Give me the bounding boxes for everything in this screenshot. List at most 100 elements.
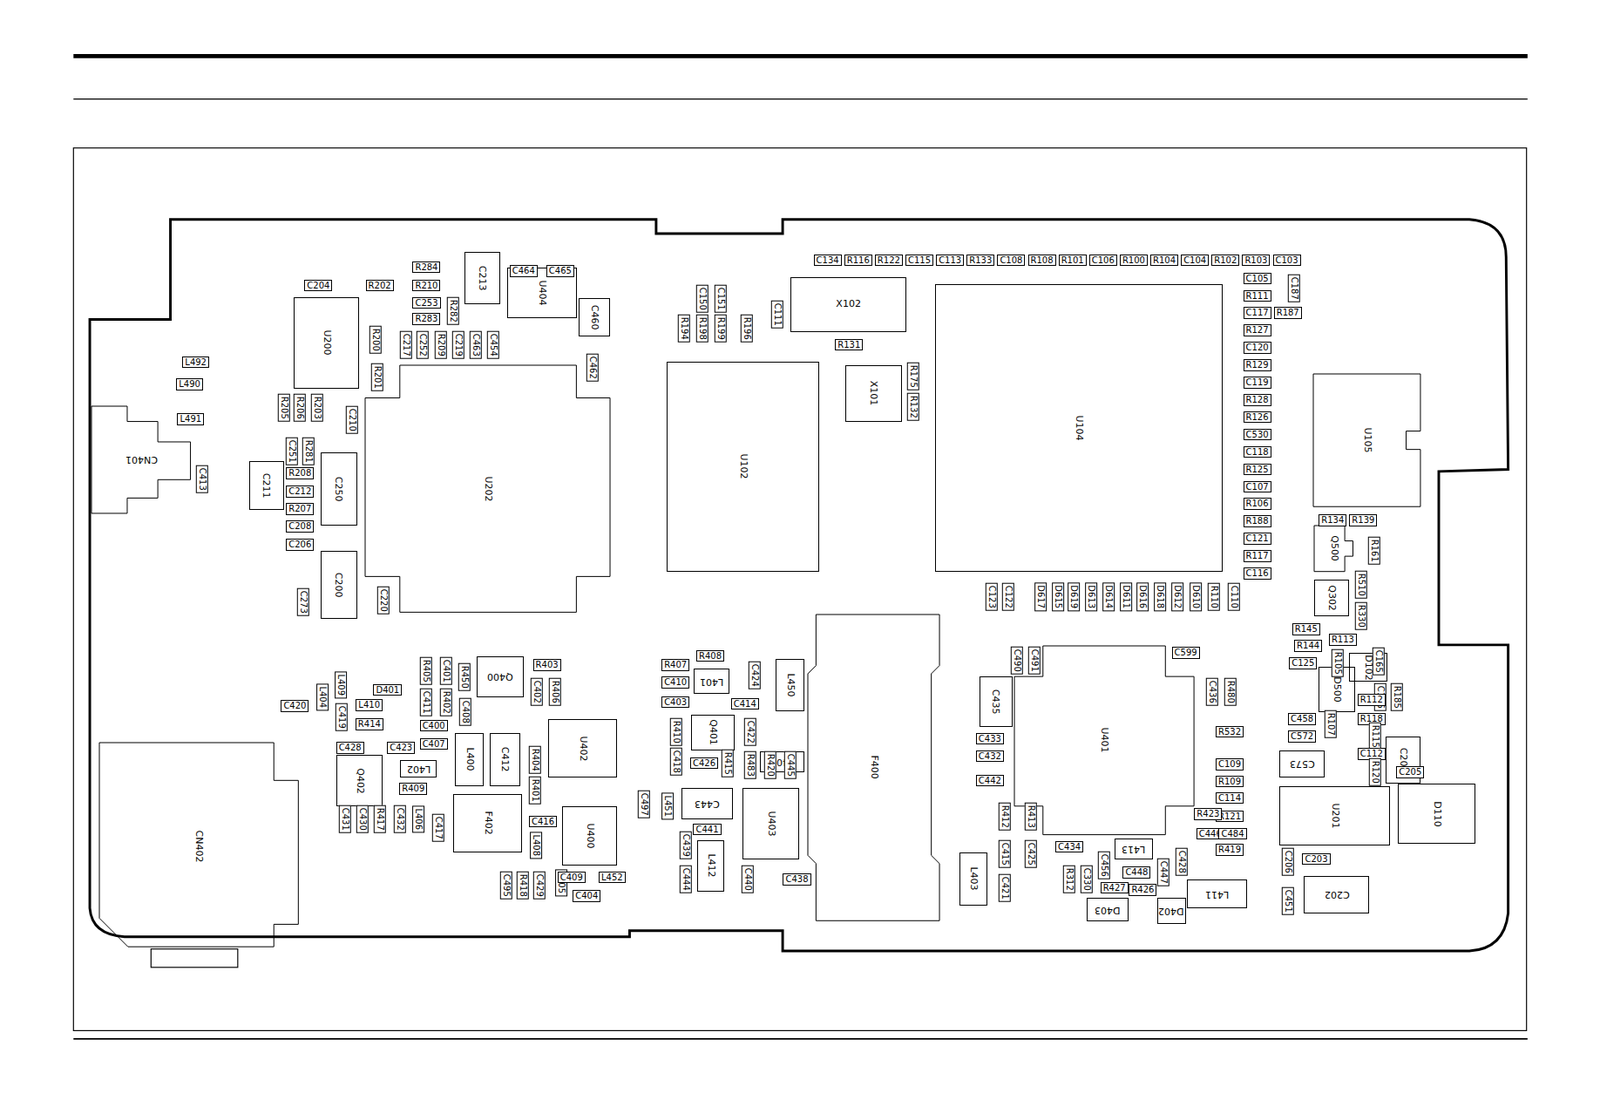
part-reference: C425 <box>1024 840 1038 868</box>
component-outline: U104 <box>935 284 1223 572</box>
part-reference: C415 <box>999 840 1012 868</box>
part-reference: R412 <box>999 801 1012 830</box>
part-reference: R116 <box>844 254 873 267</box>
part-reference: L451 <box>662 792 675 820</box>
component-outline: C211 <box>249 461 285 510</box>
part-reference: R205 <box>277 393 291 422</box>
part-reference: R145 <box>1292 623 1321 636</box>
part-reference: R407 <box>661 658 690 672</box>
part-reference: R426 <box>1128 883 1157 896</box>
part-reference: C106 <box>1089 254 1118 267</box>
part-reference: D610 <box>1189 582 1202 611</box>
part-reference: R206 <box>294 393 307 422</box>
part-reference: X101 <box>867 380 879 407</box>
part-reference: C464 <box>509 264 538 278</box>
part-reference: C462 <box>587 352 600 381</box>
component-outline: Q400 <box>476 656 524 698</box>
part-reference: C413 <box>196 465 209 494</box>
part-reference: D612 <box>1171 582 1184 611</box>
component-outline: C443 <box>681 787 733 820</box>
component-outline: U202 <box>365 365 611 612</box>
part-reference: C400 <box>420 719 448 733</box>
part-reference: C428 <box>336 741 365 754</box>
part-reference: R450 <box>458 663 471 692</box>
part-reference: C429 <box>534 871 547 900</box>
part-reference: C497 <box>637 789 651 818</box>
part-reference: D611 <box>1120 582 1133 611</box>
component-outline: L402 <box>400 759 437 778</box>
part-reference: C250 <box>333 476 345 502</box>
part-reference: R100 <box>1119 254 1148 267</box>
part-reference: U401 <box>1098 727 1110 753</box>
component-outline: U402 <box>548 718 618 778</box>
part-reference: C125 <box>1288 657 1317 670</box>
component-outline: D110 <box>1397 783 1476 844</box>
part-reference: R104 <box>1150 254 1179 267</box>
part-reference: R403 <box>533 658 562 672</box>
part-reference: C419 <box>336 703 349 732</box>
part-reference: C411 <box>420 687 434 716</box>
part-reference: C206 <box>1281 847 1295 876</box>
part-reference: Q500 <box>1328 535 1339 563</box>
part-reference: C108 <box>996 254 1025 267</box>
part-reference: L403 <box>968 867 979 891</box>
part-reference: C165 <box>1372 646 1385 675</box>
part-reference: R201 <box>372 363 385 392</box>
part-reference: D618 <box>1153 582 1167 611</box>
rule-line <box>73 54 1528 59</box>
part-reference: C445 <box>785 751 798 780</box>
component-outline: L411 <box>1186 879 1248 909</box>
part-reference: C404 <box>572 889 601 902</box>
part-reference: R405 <box>420 657 434 685</box>
part-reference: D615 <box>1051 582 1065 611</box>
part-reference: R209 <box>434 330 448 359</box>
part-reference: L402 <box>406 763 431 774</box>
part-reference: C330 <box>1080 865 1093 894</box>
part-reference: C451 <box>1281 887 1295 916</box>
part-reference: R109 <box>1215 775 1244 788</box>
part-reference: C409 <box>557 871 586 884</box>
component-outline: C213 <box>464 251 501 305</box>
part-reference: C443 <box>694 798 720 809</box>
part-reference: R208 <box>285 467 314 480</box>
part-reference: R330 <box>1355 602 1368 631</box>
component-outline: C202 <box>1303 875 1370 914</box>
part-reference: R125 <box>1243 463 1272 476</box>
part-reference: D614 <box>1103 582 1116 611</box>
part-reference: C530 <box>1243 428 1272 441</box>
part-reference: R281 <box>302 436 315 465</box>
part-reference: R510 <box>1355 570 1368 599</box>
part-reference: U200 <box>321 330 333 356</box>
part-reference: R284 <box>412 261 441 274</box>
part-reference: C432 <box>393 805 407 834</box>
part-reference: C122 <box>1002 583 1015 611</box>
part-reference: C150 <box>696 284 709 313</box>
part-reference: L492 <box>182 356 210 369</box>
part-reference: D500 <box>1331 676 1343 702</box>
rule-line <box>73 1037 1528 1040</box>
part-reference: C599 <box>1172 646 1200 659</box>
part-reference: C123 <box>985 583 998 611</box>
component-outline: CN402 <box>99 742 299 950</box>
part-reference: R413 <box>1024 801 1038 830</box>
part-reference: C252 <box>416 330 429 359</box>
part-reference: R187 <box>1274 306 1302 319</box>
part-reference: R126 <box>1243 411 1272 424</box>
part-reference: C426 <box>690 757 719 770</box>
part-reference: C454 <box>487 330 500 359</box>
component-outline: Q401 <box>691 714 735 751</box>
part-reference: C119 <box>1243 376 1272 389</box>
part-reference: C105 <box>1243 272 1272 285</box>
component-outline: Q402 <box>336 754 383 807</box>
component-outline: L401 <box>693 668 730 694</box>
component-outline: C460 <box>578 298 611 337</box>
part-reference: C114 <box>1215 792 1244 805</box>
part-reference: R200 <box>369 325 382 354</box>
part-reference: L412 <box>705 854 716 878</box>
part-reference: X102 <box>835 298 862 310</box>
part-reference: C420 <box>280 699 309 712</box>
part-reference: C251 <box>285 436 299 465</box>
part-reference: C113 <box>935 254 964 267</box>
